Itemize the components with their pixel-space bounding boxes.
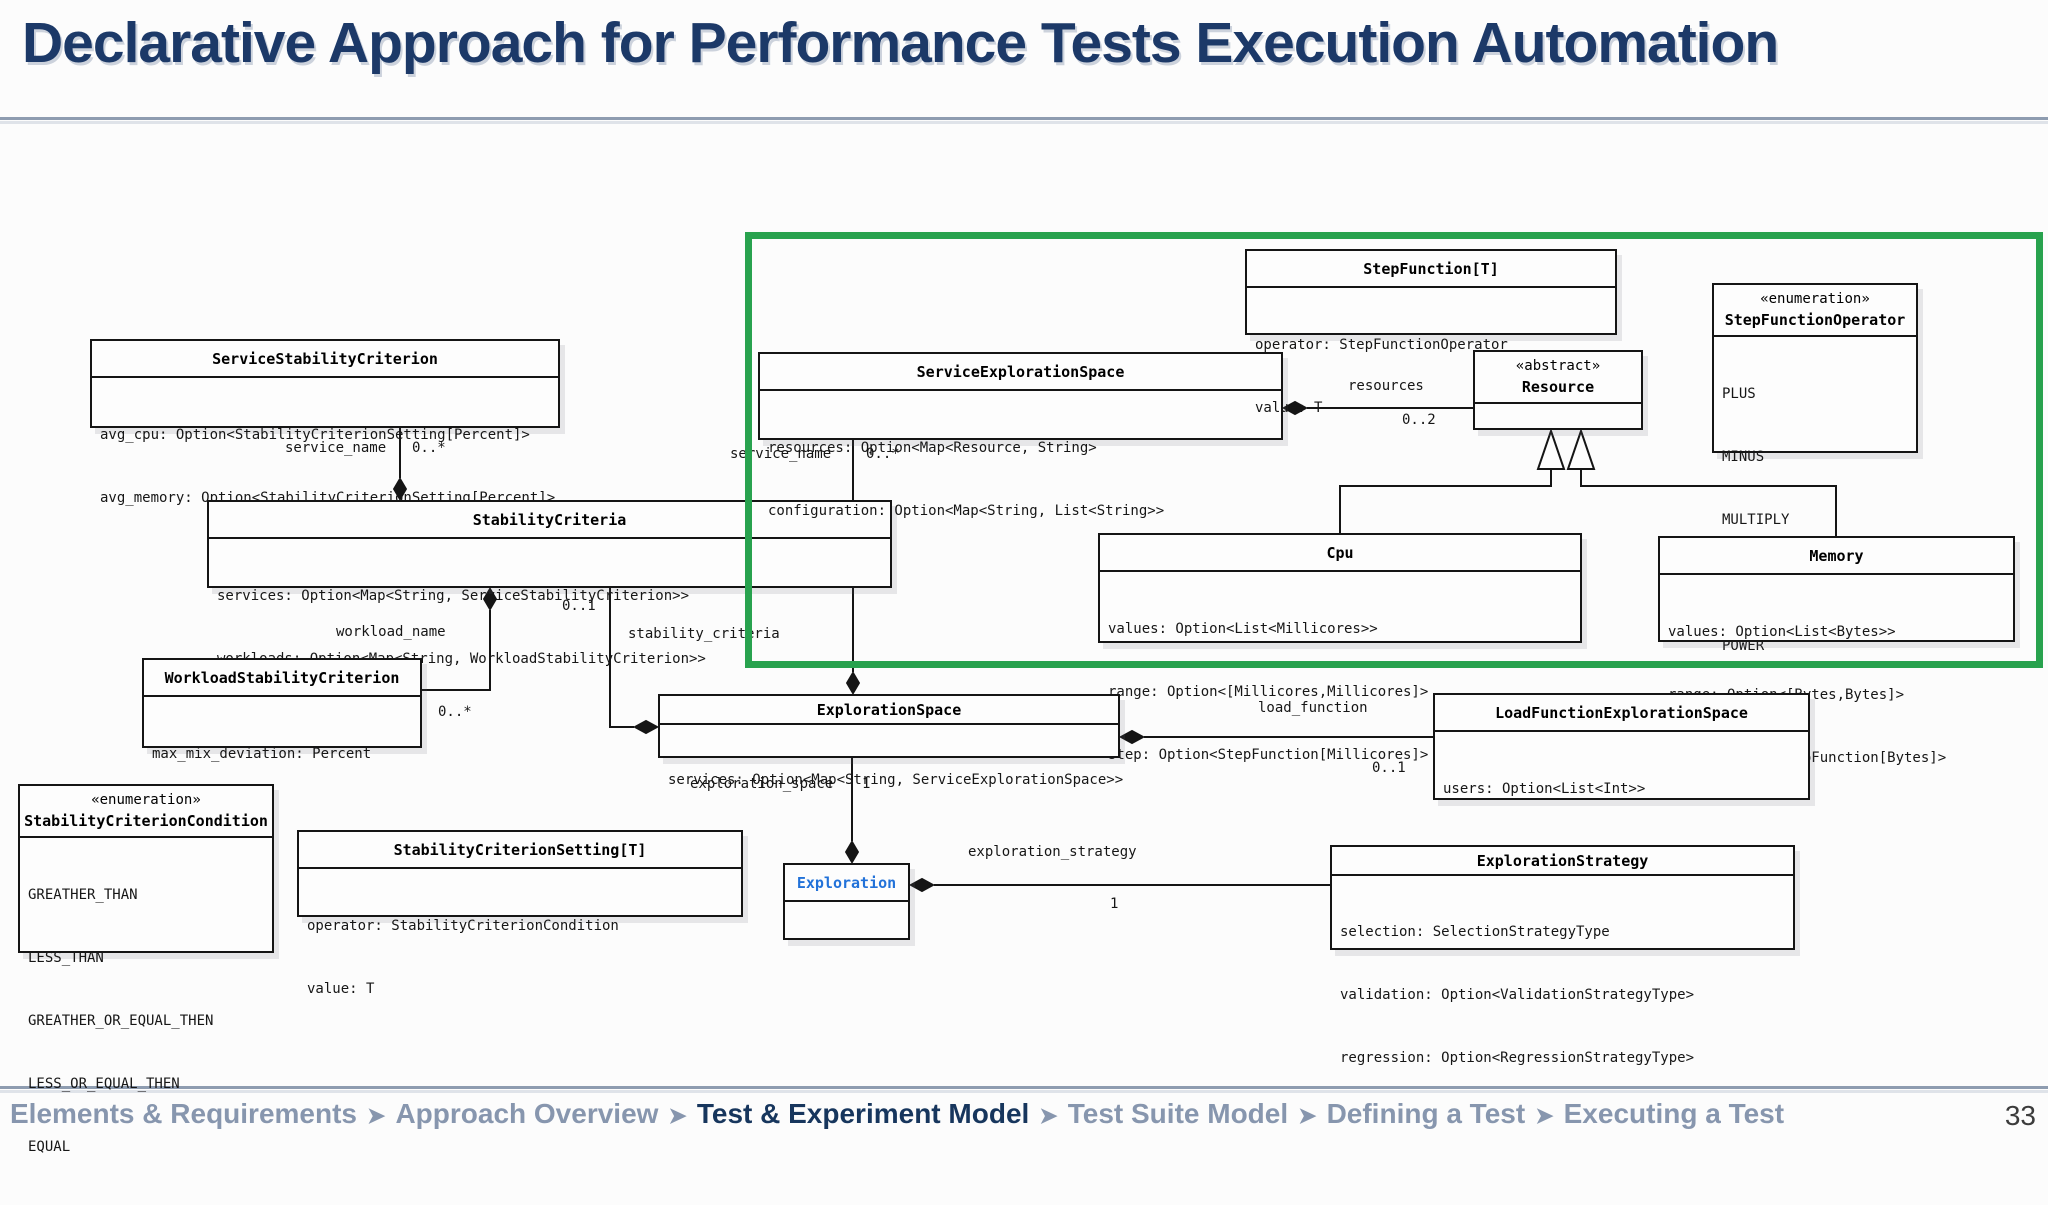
stereotype-label: «enumeration» — [91, 792, 201, 808]
class-box-service-stability-criterion: ServiceStabilityCriterion avg_cpu: Optio… — [90, 339, 560, 506]
breadcrumb-item-elements-requirements: Elements & Requirements — [10, 1098, 357, 1129]
class-name: StepFunction[T] — [1247, 251, 1615, 288]
edge-multiplicity-label: 0..1 — [1372, 760, 1406, 776]
class-name: StabilityCriterionCondition — [24, 812, 268, 830]
class-attribute: values: Option<List<Millicores>> — [1108, 621, 1378, 637]
edge-multiplicity-label: 1 — [1110, 896, 1119, 912]
class-name: Cpu — [1100, 535, 1580, 572]
stereotype-label: «enumeration» — [1760, 291, 1870, 307]
page-number: 33 — [2004, 1100, 2036, 1131]
class-name: StepFunctionOperator — [1724, 311, 1906, 329]
edge-multiplicity-label: 0..2 — [1402, 412, 1436, 428]
class-box-cpu: Cpu values: Option<List<Millicores>> ran… — [1098, 533, 1582, 763]
class-attribute: values: Option<List<Bytes>> — [1668, 624, 1896, 640]
edge-multiplicity-label: 0..* — [412, 440, 446, 456]
breadcrumb-arrow-icon: ➤ — [668, 1103, 687, 1128]
class-name: Memory — [1660, 538, 2013, 575]
class-box-resource: «abstract» Resource — [1473, 350, 1643, 430]
edge-role-label: exploration_strategy — [968, 844, 1137, 860]
class-name: Exploration — [785, 865, 908, 902]
class-name: WorkloadStabilityCriterion — [144, 660, 420, 697]
edge-multiplicity-label: 0..* — [866, 446, 900, 462]
class-attribute: operator: StabilityCriterionCondition — [307, 918, 619, 934]
enum-value: EQUAL — [28, 1139, 71, 1155]
class-attribute: regression: Option<RegressionStrategyTyp… — [1340, 1050, 1695, 1066]
class-name: ExplorationStrategy — [1332, 847, 1793, 876]
edge-multiplicity-label: 1 — [862, 776, 871, 792]
class-attribute: services: Option<Map<String, ServiceExpl… — [668, 772, 1124, 788]
class-attribute: resources: Option<Map<Resource, String> — [768, 440, 1097, 456]
enum-value: MULTIPLY — [1722, 512, 1790, 528]
class-name: ExplorationSpace — [660, 696, 1118, 725]
class-attribute: max_mix_deviation: Percent — [152, 746, 372, 762]
class-name: Resource — [1521, 378, 1595, 396]
breadcrumb-arrow-icon: ➤ — [1535, 1103, 1554, 1128]
class-attribute: selection: SelectionStrategyType — [1340, 924, 1610, 940]
enum-value: MINUS — [1722, 449, 1765, 465]
class-box-exploration: Exploration — [783, 863, 910, 940]
empty-attributes-compartment — [785, 902, 908, 938]
title-separator-line — [0, 117, 2048, 120]
edge-multiplicity-label: 0..1 — [562, 598, 596, 614]
enum-value: GREATHER_OR_EQUAL_THEN — [28, 1013, 214, 1029]
class-box-stability-criteria: StabilityCriteria services: Option<Map<S… — [207, 500, 892, 667]
enum-box-stability-criterion-condition: «enumeration» StabilityCriterionConditio… — [18, 784, 274, 1155]
page-title: Declarative Approach for Performance Tes… — [22, 11, 1779, 75]
enum-value: POWER — [1722, 638, 1765, 654]
class-attribute: users: Option<List<Int>> — [1443, 781, 1646, 797]
enum-box-step-function-operator: «enumeration» StepFunctionOperator PLUS … — [1712, 283, 1918, 654]
stereotype-label: «abstract» — [1515, 358, 1601, 374]
uml-connector-lines — [392, 400, 1837, 893]
breadcrumb-item-test-suite-model: Test Suite Model — [1067, 1098, 1289, 1129]
class-name: StabilityCriteria — [209, 502, 890, 539]
class-box-step-function: StepFunction[T] operator: StepFunctionOp… — [1245, 249, 1617, 416]
enum-value: GREATHER_THAN — [28, 887, 138, 903]
footer-separator-line — [0, 1086, 2048, 1089]
breadcrumb-arrow-icon: ➤ — [367, 1103, 386, 1128]
class-attribute: value: T — [307, 981, 375, 997]
edge-role-label: exploration_space — [690, 776, 834, 792]
class-name: ServiceExplorationSpace — [760, 354, 1281, 391]
edge-role-label: load_function — [1258, 700, 1368, 716]
class-box-memory: Memory values: Option<List<Bytes>> range… — [1658, 536, 2015, 766]
class-name: StabilityCriterionSetting[T] — [299, 832, 741, 869]
edge-role-label: service_name — [285, 440, 387, 456]
class-attribute: validation: Option<ValidationStrategyTyp… — [1340, 987, 1695, 1003]
class-name: LoadFunctionExplorationSpace — [1435, 695, 1808, 732]
enum-value: PLUS — [1722, 386, 1756, 402]
enum-value: LESS_THAN — [28, 950, 104, 966]
breadcrumb-item-defining-a-test: Defining a Test — [1326, 1098, 1526, 1129]
class-name: ServiceStabilityCriterion — [92, 341, 558, 378]
breadcrumb-arrow-icon: ➤ — [1039, 1103, 1058, 1128]
class-box-stability-criterion-setting: StabilityCriterionSetting[T] operator: S… — [297, 830, 743, 997]
edge-multiplicity-label: 0..* — [438, 704, 472, 720]
class-attribute: configuration: Option<Map<String, List<S… — [768, 503, 1165, 519]
edge-role-label: workload_name — [336, 624, 446, 640]
class-box-load-function-exploration-space: LoadFunctionExplorationSpace users: Opti… — [1433, 693, 1810, 923]
breadcrumb-arrow-icon: ➤ — [1298, 1103, 1317, 1128]
class-box-exploration-strategy: ExplorationStrategy selection: Selection… — [1330, 845, 1795, 1066]
class-box-workload-stability-criterion: WorkloadStabilityCriterion max_mix_devia… — [142, 658, 422, 762]
breadcrumb-item-test-experiment-model: Test & Experiment Model — [696, 1098, 1030, 1129]
edge-role-label: stability_criteria — [628, 626, 780, 642]
class-attribute: avg_cpu: Option<StabilityCriterionSettin… — [100, 427, 530, 443]
class-attribute: operator: StepFunctionOperator — [1255, 337, 1508, 353]
class-attribute: range: Option<[Millicores,Millicores]> — [1108, 684, 1429, 700]
empty-attributes-compartment — [1475, 404, 1641, 428]
edge-role-label: service_name — [730, 446, 832, 462]
class-attribute: value: T — [1255, 400, 1323, 416]
edge-role-label: resources — [1348, 378, 1424, 394]
class-attribute: services: Option<Map<String, ServiceStab… — [217, 588, 690, 604]
class-box-service-exploration-space: ServiceExplorationSpace resources: Optio… — [758, 352, 1283, 519]
breadcrumb-item-executing-a-test: Executing a Test — [1563, 1098, 1785, 1129]
enum-value: LESS_OR_EQUAL_THEN — [28, 1076, 180, 1092]
breadcrumb-item-approach-overview: Approach Overview — [395, 1098, 659, 1129]
class-box-exploration-space: ExplorationSpace services: Option<Map<St… — [658, 694, 1123, 788]
breadcrumb: Elements & Requirements ➤ Approach Overv… — [10, 1098, 1990, 1130]
